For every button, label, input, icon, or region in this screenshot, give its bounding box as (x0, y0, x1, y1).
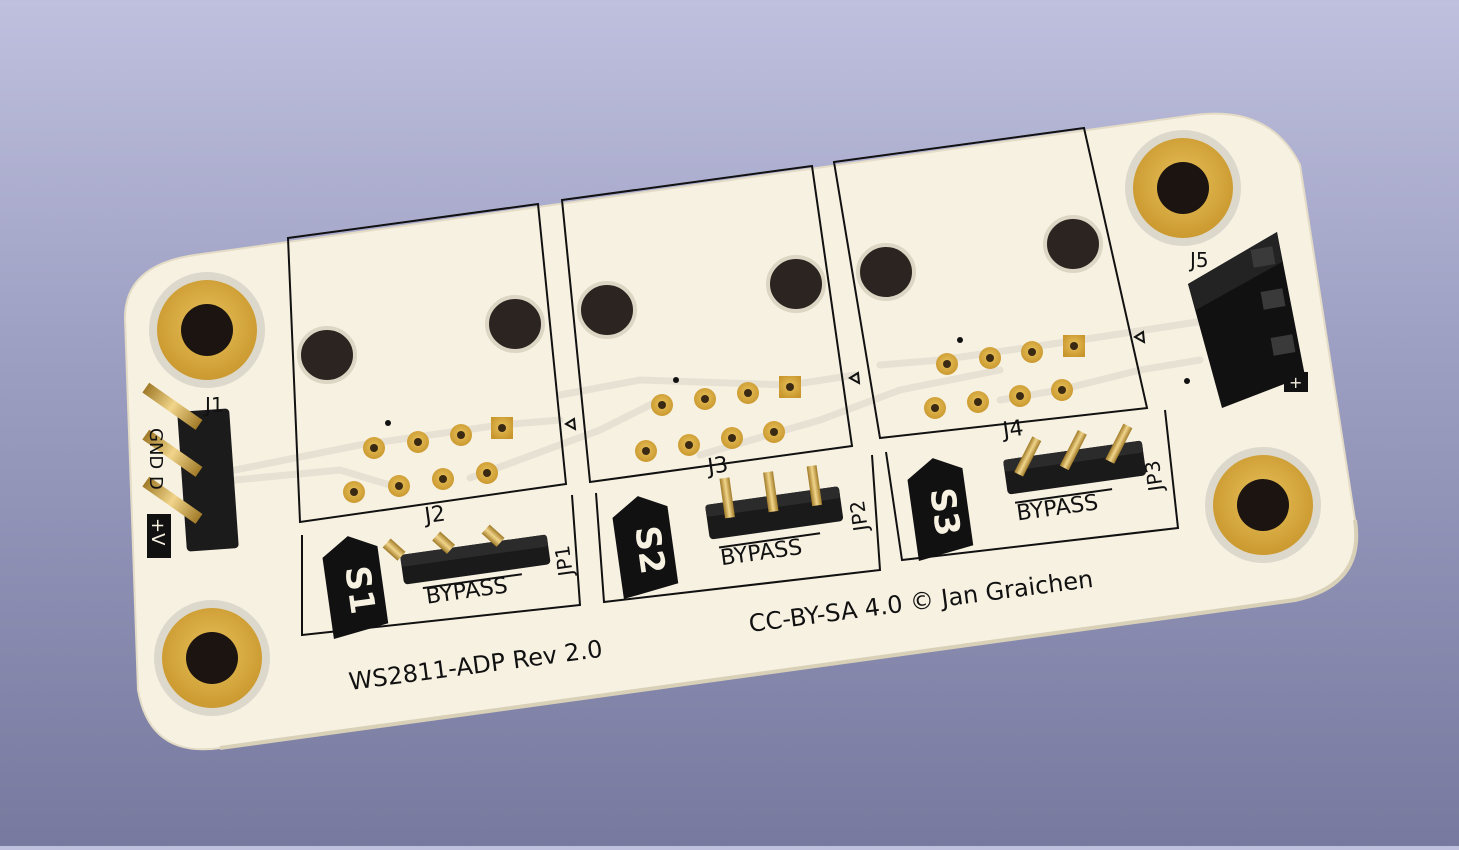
socket-badges: S1 S2 S3 (322, 458, 974, 640)
mount-hole-bottom-left (154, 600, 270, 716)
badge-s1-label: S1 (336, 563, 382, 616)
jp1-ref: JP1 (550, 544, 578, 580)
mount-hole-top-left (149, 272, 265, 388)
mount-hole-bottom-right (1205, 447, 1321, 563)
s2-pads (635, 376, 801, 462)
j2-ref: J2 (421, 501, 447, 529)
jumper-refs: JP1 JP2 JP3 (550, 459, 1168, 580)
j1-pin-v: +V (147, 518, 168, 546)
mount-hole-top-right (1125, 130, 1241, 246)
badge-s2: S2 (612, 496, 679, 600)
badge-s3: S3 (907, 458, 974, 562)
jp2-ref: JP2 (845, 499, 873, 535)
connector-j5: J5 + (1184, 232, 1308, 408)
j4-ref: J4 (999, 416, 1025, 444)
mounting-holes (149, 130, 1321, 716)
connector-j1: J1 GND D +V (142, 382, 239, 558)
s1-pads (343, 417, 513, 503)
jumper-jp1: BYPASS J2 (382, 501, 551, 610)
badge-s2-label: S2 (626, 523, 672, 576)
j5-pin-plus: + (1289, 373, 1302, 392)
badge-s1: S1 (322, 536, 389, 640)
j1-pin-d: D (145, 476, 166, 490)
j1-pin-gnd: GND (145, 428, 166, 469)
socket-pads (343, 335, 1085, 503)
socket-outlines (286, 126, 1180, 637)
j3-ref: J3 (704, 453, 730, 481)
j5-ref: J5 (1188, 248, 1209, 272)
j1-ref: J1 (203, 393, 224, 417)
s3-pads (924, 335, 1085, 419)
jp3-ref: JP3 (1140, 459, 1168, 495)
socket-holes (297, 215, 1103, 384)
badge-s3-label: S3 (921, 485, 967, 538)
